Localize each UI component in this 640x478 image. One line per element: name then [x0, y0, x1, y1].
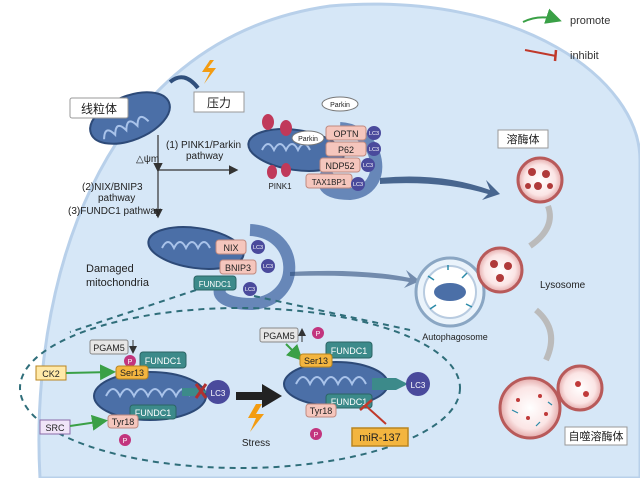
- lc3-left-label: LC3: [211, 389, 226, 398]
- lc3-right-label: LC3: [411, 381, 426, 390]
- ser13-right-label: Ser13: [304, 356, 328, 366]
- p62-label: P62: [338, 145, 354, 155]
- inhibit-line-icon: [365, 405, 387, 425]
- svg-text:LC3: LC3: [353, 182, 363, 188]
- delta-psi-label: △ψm: [136, 154, 159, 165]
- svg-text:pathway: pathway: [186, 151, 223, 162]
- legend: promote inhibit: [522, 8, 610, 62]
- fundc1-right-label: FUNDC1: [331, 346, 368, 356]
- tyr18-right-label: Tyr18: [310, 406, 333, 416]
- pink1-parkin-complex: PINK1 Parkin Parkin OPTN P62 NDP52 TAX1B…: [247, 96, 383, 201]
- svg-text:LC3: LC3: [245, 287, 255, 293]
- fundc1-right-panel: PGAM5 P FUNDC1 Ser13 LC3 FUNDC1 Tyr18 P …: [259, 327, 430, 447]
- pgam5-left-label: PGAM5: [93, 343, 125, 353]
- stress-lightning-icon: [248, 404, 264, 432]
- svg-text:LC3: LC3: [369, 131, 379, 137]
- pink1-label: PINK1: [268, 182, 292, 191]
- healthy-mitochondrion: 线粒体: [69, 91, 171, 145]
- svg-text:P: P: [123, 438, 128, 445]
- curved-arrow-icon: [168, 75, 200, 90]
- svg-text:LC3: LC3: [363, 163, 373, 169]
- parkin-label: Parkin: [298, 136, 318, 143]
- ck2-label: CK2: [42, 369, 60, 379]
- pressure-label: 压力: [207, 96, 231, 110]
- legend-promote-label: promote: [570, 15, 610, 27]
- svg-text:LC3: LC3: [263, 264, 273, 270]
- mir137-label: miR-137: [359, 432, 401, 444]
- fundc1-left-label: FUNDC1: [145, 356, 182, 366]
- fundc1-left-panel: PGAM5 P FUNDC1 Ser13 CK2 LC3 FUNDC1 Tyr1…: [35, 339, 230, 446]
- block-x-icon: [194, 383, 208, 399]
- flow-arrow-icon: [290, 270, 420, 288]
- damaged-label: Damaged: [86, 263, 134, 275]
- lightning-icon: [202, 60, 216, 84]
- svg-text:mitochondria: mitochondria: [86, 277, 150, 289]
- lysosome-label: Lysosome: [540, 280, 586, 291]
- damaged-mitochondria: NIX BNIP3 FUNDC1 LC3 LC3 LC3 Damaged mit…: [86, 224, 296, 311]
- transition-arrow-icon: [236, 384, 282, 408]
- fundc1-label: FUNDC1: [199, 280, 232, 289]
- pathway1-label: (1) PINK1/Parkin: [166, 140, 241, 151]
- svg-text:LC3: LC3: [253, 245, 263, 251]
- bnip3-label: BNIP3: [225, 263, 251, 273]
- nix-label: NIX: [223, 243, 238, 253]
- svg-text:FUNDC1: FUNDC1: [331, 397, 368, 407]
- cell-membrane: [37, 2, 640, 478]
- tyr18-left-label: Tyr18: [112, 417, 135, 427]
- svg-text:LC3: LC3: [369, 147, 379, 153]
- autophagosome-label: Autophagosome: [422, 332, 488, 342]
- autophagosome: Autophagosome: [414, 256, 488, 342]
- optn-label: OPTN: [333, 129, 358, 139]
- inhibit-bar-icon: [524, 49, 557, 57]
- pgam5-right-label: PGAM5: [263, 331, 295, 341]
- pathway3-label: (3)FUNDC1 pathway: [68, 206, 161, 217]
- src-label: SRC: [45, 423, 65, 433]
- pathway2-label: (2)NIX/BNIP3: [82, 182, 143, 193]
- autolysosome-label: 自噬溶酶体: [569, 429, 624, 443]
- svg-text:P: P: [128, 359, 133, 366]
- ser13-left-label: Ser13: [120, 368, 144, 378]
- lysosome-cn-label: 溶酶体: [507, 132, 540, 146]
- legend-inhibit-label: inhibit: [570, 50, 599, 62]
- lysosome-top: 溶酶体: [497, 129, 564, 204]
- zoom-region: [19, 307, 461, 469]
- mitochondrion-label: 线粒体: [81, 101, 117, 116]
- svg-text:Parkin: Parkin: [330, 102, 350, 109]
- tax1bp1-label: TAX1BP1: [312, 178, 347, 187]
- stress-label: Stress: [242, 438, 270, 449]
- svg-text:pathway: pathway: [98, 193, 135, 204]
- lysosome-middle: Lysosome: [476, 246, 586, 294]
- autolysosome: 自噬溶酶体: [498, 364, 628, 446]
- promote-arrow-icon: [522, 8, 562, 24]
- svg-text:P: P: [316, 331, 321, 338]
- svg-text:FUNDC1: FUNDC1: [135, 408, 172, 418]
- flow-arrow-icon: [380, 176, 500, 200]
- svg-text:P: P: [314, 432, 319, 439]
- ndp52-label: NDP52: [325, 161, 354, 171]
